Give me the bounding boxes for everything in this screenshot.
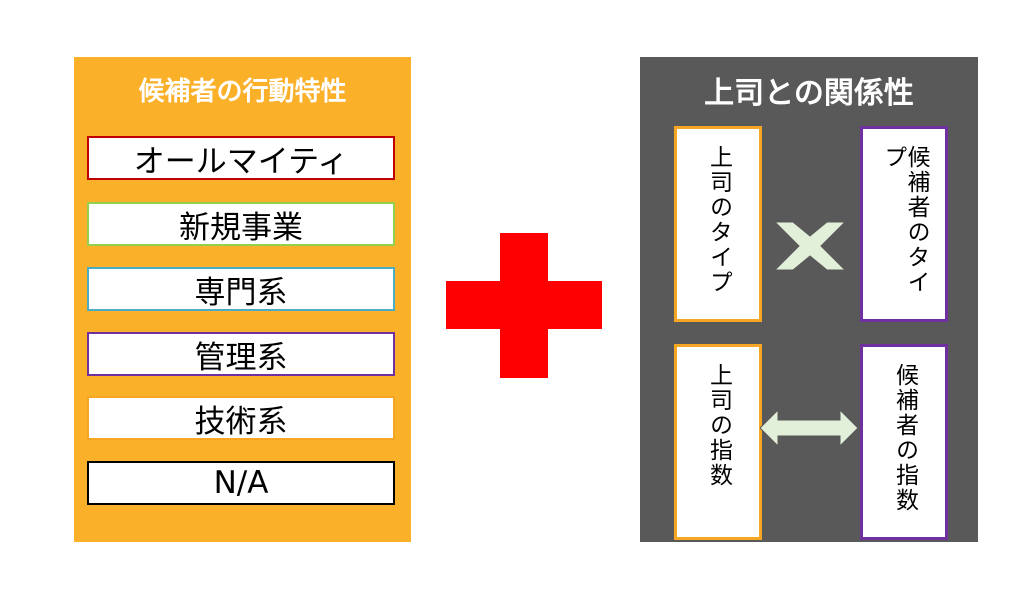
boss-index-box: 上司の指数	[674, 344, 762, 540]
trait-new-business: 新規事業	[87, 202, 395, 246]
candidate-type-box: 候補者のタイプ	[860, 126, 948, 322]
trait-allmighty: オールマイティ	[87, 136, 395, 180]
candidate-traits-title: 候補者の行動特性	[138, 77, 347, 107]
candidate-index-label: 候補者の指数	[891, 363, 918, 513]
boss-type-box: 上司のタイプ	[674, 126, 762, 322]
trait-technical: 技術系	[87, 396, 395, 440]
boss-type-label: 上司のタイプ	[705, 145, 732, 295]
cross-icon	[775, 222, 845, 270]
trait-specialist: 専門系	[87, 267, 395, 311]
boss-index-label: 上司の指数	[705, 363, 732, 488]
trait-na: N/A	[87, 461, 395, 505]
boss-relationship-panel: 上司との関係性 上司のタイプ 候補者のタイプ 上司の指数 候補者の指数	[640, 57, 978, 542]
boss-relationship-title: 上司との関係性	[704, 76, 914, 111]
candidate-index-box: 候補者の指数	[860, 344, 948, 540]
candidate-type-label: 候補者のタイプ	[880, 145, 929, 295]
plus-icon-horizontal-bar	[446, 281, 602, 329]
trait-management: 管理系	[87, 332, 395, 376]
candidate-traits-panel: 候補者の行動特性 オールマイティ 新規事業 専門系 管理系 技術系 N/A	[74, 57, 411, 542]
double-arrow-icon	[760, 409, 858, 447]
